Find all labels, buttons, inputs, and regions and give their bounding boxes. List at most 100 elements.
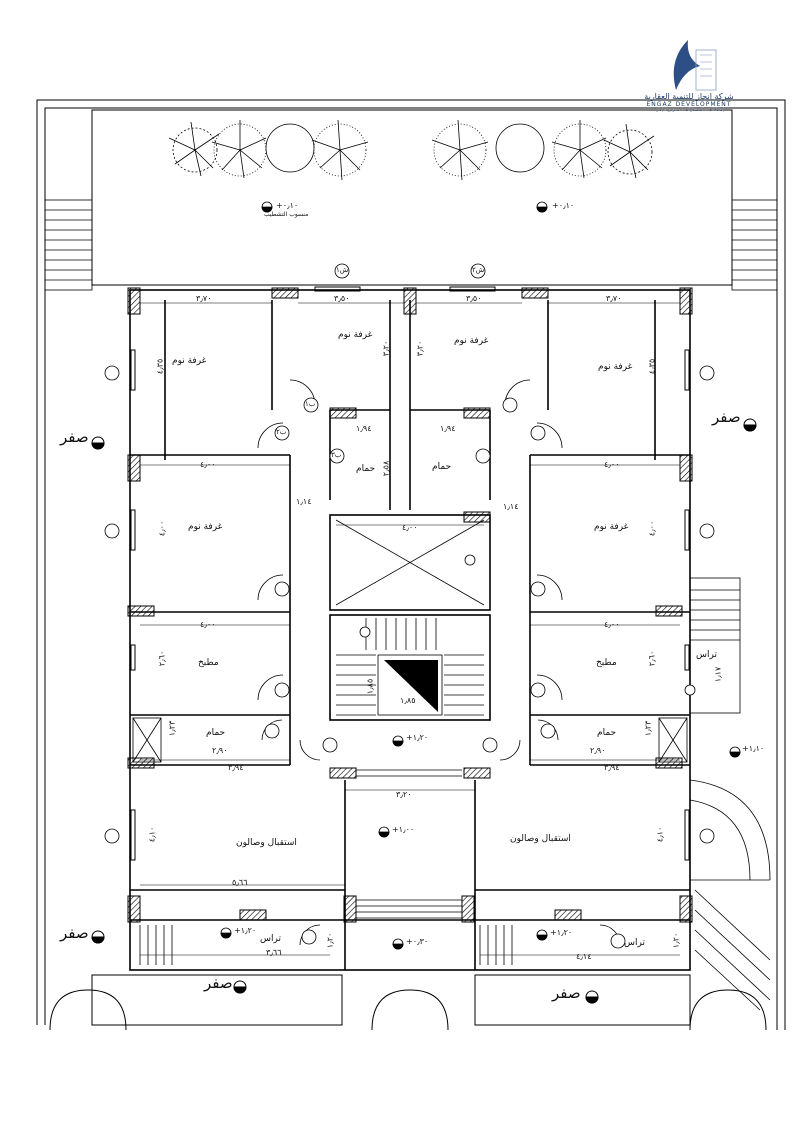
elevation-label: +٠٫١٠ (276, 201, 299, 210)
dimension-label: ٤٫٠٠ (157, 520, 167, 537)
elevator-shaft (335, 519, 485, 606)
dimension-label: ١٫٩٤ (356, 424, 372, 433)
elevation-note: منسوب التشطيب (264, 211, 309, 218)
dimension-label: ٤٫١٠ (147, 826, 157, 843)
window-tag: ش١ (336, 266, 349, 274)
dimension-label: ٣٫٦٦ (266, 948, 282, 957)
level-marker-icon (91, 436, 105, 450)
room-label-terrace: تراس (260, 934, 281, 944)
elevation-label: +١٫٢٠ (234, 926, 257, 935)
dimension-label: ١٫١٤ (296, 497, 312, 506)
dimension-label: ١٫٢٠ (671, 932, 681, 949)
room-label-bath: حمام (206, 728, 226, 738)
room-label-terrace: تراس (624, 938, 645, 948)
tree-icon (311, 119, 369, 181)
elevation-label: +٠٫٣٠ (406, 937, 429, 946)
level-zero-label: صفر (552, 984, 581, 1002)
level-marker-icon (743, 418, 757, 432)
dimension-label: ٤٫٠٠ (200, 620, 216, 629)
logo-icon (673, 40, 717, 91)
dimension-label: ١٫١٧ (713, 666, 723, 683)
level-marker-icon (91, 930, 105, 944)
dimension-label: ٣٫٢٠ (396, 790, 412, 799)
level-zero-label: صفر (60, 428, 89, 446)
level-zero-label: صفر (712, 408, 741, 426)
tag-circles (104, 263, 715, 949)
dimension-label: ٤٫٣٥ (647, 358, 657, 375)
dimension-label: ٣٫٢٠ (381, 340, 391, 357)
dimension-label: ٣٫٥٠ (466, 294, 482, 303)
tree-icon (265, 123, 315, 173)
elevation-label: +٠٫١٠ (552, 201, 575, 210)
level-marker-icon (233, 980, 247, 994)
dimension-label: ١٫٢٣ (167, 720, 177, 737)
tree-icon (551, 120, 607, 179)
top-garden (91, 109, 733, 286)
dimension-label: ٣٫٥٠ (334, 294, 350, 303)
dimension-label: ٣٫٧٠ (606, 294, 622, 303)
room-label-terrace: تراس (696, 650, 717, 660)
stair-void (384, 660, 438, 712)
building-walls (129, 289, 691, 971)
dimension-label: ٣٫٩٤ (604, 763, 620, 772)
tree-icons (168, 119, 655, 181)
dimension-label: ٣٫٧٠ (196, 294, 212, 303)
room-label-reception: استقبال وصالون (510, 834, 571, 844)
plot-boundary (36, 99, 786, 1030)
tree-icon (431, 119, 489, 181)
dimension-label: ١٫٢٠ (325, 932, 335, 949)
room-label-kitchen: مطبخ (596, 658, 617, 668)
level-marker-icon (585, 990, 599, 1004)
room-label-bath: حمام (356, 464, 376, 474)
shafts (132, 717, 688, 763)
dimension-label: ٢٫٦٠ (647, 650, 657, 667)
columns (127, 287, 693, 923)
logo-tagline: إنشاءات - استثمارات - تسويق - إدارة (654, 108, 724, 113)
dimension-label: ١٫٢٣ (643, 720, 653, 737)
level-zero-label: صفر (204, 974, 233, 992)
dimension-label: ٢٫٩٠ (212, 746, 228, 755)
main-stair (336, 618, 484, 716)
dimension-label: ٤٫٠٠ (604, 620, 620, 629)
tree-icon (211, 120, 267, 179)
dimension-label: ٢٫٥٨ (381, 460, 391, 477)
dimension-label: ٤٫٠٠ (604, 460, 620, 469)
logo-name-en: ENGAZ DEVELOPMENT (646, 101, 732, 108)
window-tag: ش٢ (472, 266, 485, 274)
elevation-label: +١٫٢٠ (550, 928, 573, 937)
door-tag: ب٢ (276, 428, 287, 436)
room-label-bedroom: غرفة نوم (594, 522, 629, 532)
door-tag: ب٣ (331, 451, 342, 459)
room-label-bedroom: غرفة نوم (454, 336, 489, 346)
room-label-bedroom: غرفة نوم (172, 356, 207, 366)
tree-icon (603, 123, 655, 179)
company-logo: شركة انجاز للتنمية العقارية ENGAZ DEVELO… (628, 36, 750, 122)
spiral-stair (689, 577, 771, 1011)
elevation-label: +١٫١٠ (742, 744, 765, 753)
dimension-label: ٢٫٦٠ (157, 650, 167, 667)
dimension-label: ٤٫٣٥ (155, 358, 165, 375)
dimension-label: ٥٫٦٦ (232, 878, 248, 887)
room-label-kitchen: مطبخ (198, 658, 219, 668)
dimension-label: ٤٫١٠ (655, 826, 665, 843)
room-label-bedroom: غرفة نوم (338, 330, 373, 340)
dimension-label: ٣٫٩٤ (228, 763, 244, 772)
dimension-lines (140, 302, 680, 956)
front-arches (49, 974, 767, 1031)
level-zero-label: صفر (60, 924, 89, 942)
side-stairs (44, 199, 778, 291)
entry-steps (356, 769, 462, 919)
dimension-label: ٢٫٩٠ (590, 746, 606, 755)
elevation-label: +١٫٢٠ (406, 733, 429, 742)
tree-icon (168, 121, 220, 177)
dimension-label: ٤٫١٤ (576, 952, 592, 961)
dimension-label: ١٫١٤ (503, 502, 519, 511)
dimension-label: ١٫٨٥ (400, 696, 416, 705)
dimension-label: ٣٫٢٠ (415, 340, 425, 357)
tree-icon (495, 123, 545, 173)
dimension-label: ٤٫٠٠ (200, 460, 216, 469)
level-markers (91, 418, 757, 1004)
elevation-label: +١٫٠٠ (392, 825, 415, 834)
door-tag: ب١ (305, 400, 316, 408)
